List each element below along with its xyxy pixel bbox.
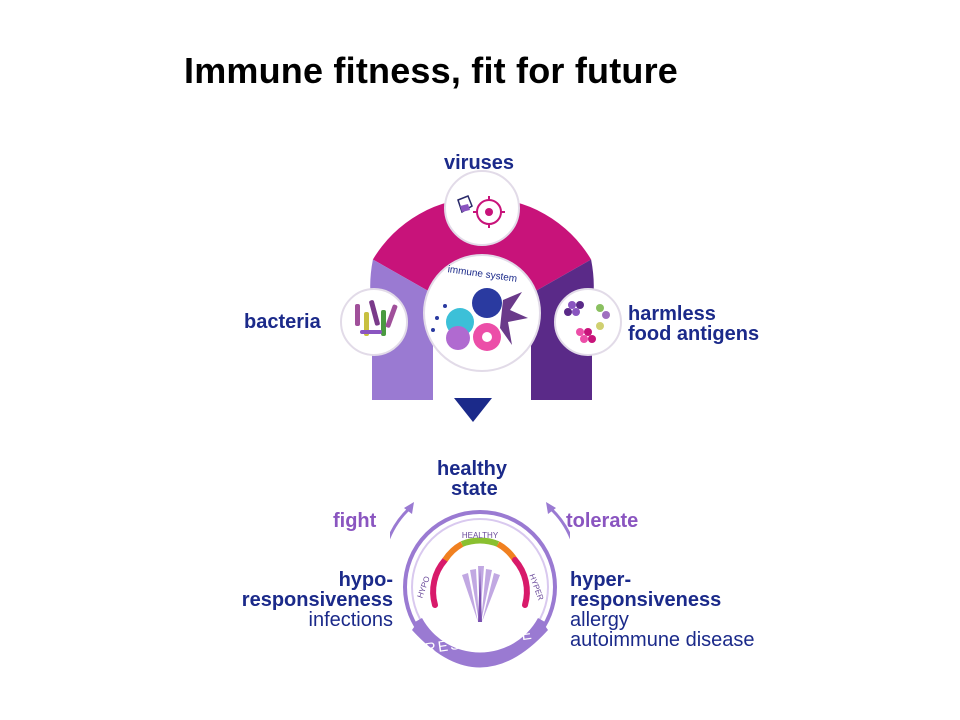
- tolerate-arrow: [548, 506, 570, 540]
- bacteria-icon: [340, 288, 408, 356]
- immune-cells-icon: [423, 254, 541, 372]
- down-arrow-icon: [454, 398, 492, 422]
- virus-sector: [372, 197, 592, 298]
- hyper-label-line2: responsiveness: [570, 589, 722, 611]
- virus-icon: [444, 170, 520, 246]
- bacteria-label: bacteria: [244, 311, 321, 333]
- tolerate-label: tolerate: [566, 510, 639, 532]
- food-antigen-icon: [554, 288, 622, 356]
- resilience-gauge: HEALTHY HYPO HYPER RESILIENCE: [390, 502, 570, 668]
- immune-challenges-diagram: immune system: [340, 170, 622, 400]
- hypo-infections: infections: [308, 609, 394, 631]
- hyper-label-line1: hyper-: [570, 569, 632, 591]
- gauge-healthy-label: HEALTHY: [462, 531, 499, 540]
- food-antigens-label-line1: harmless: [628, 303, 716, 325]
- hyper-autoimmune: autoimmune disease: [570, 629, 755, 651]
- hypo-label-line1: hypo-: [338, 569, 393, 591]
- healthy-state-line1: healthy: [437, 458, 508, 480]
- fight-arrow: [390, 506, 412, 540]
- page-title: Immune fitness, fit for future: [184, 50, 679, 91]
- viruses-label: viruses: [444, 152, 515, 174]
- fight-label: fight: [333, 510, 377, 532]
- hyper-allergy: allergy: [570, 609, 629, 631]
- food-antigens-label-line2: food antigens: [628, 323, 760, 345]
- healthy-state-line2: state: [451, 478, 498, 500]
- hypo-label-line2: responsiveness: [241, 589, 393, 611]
